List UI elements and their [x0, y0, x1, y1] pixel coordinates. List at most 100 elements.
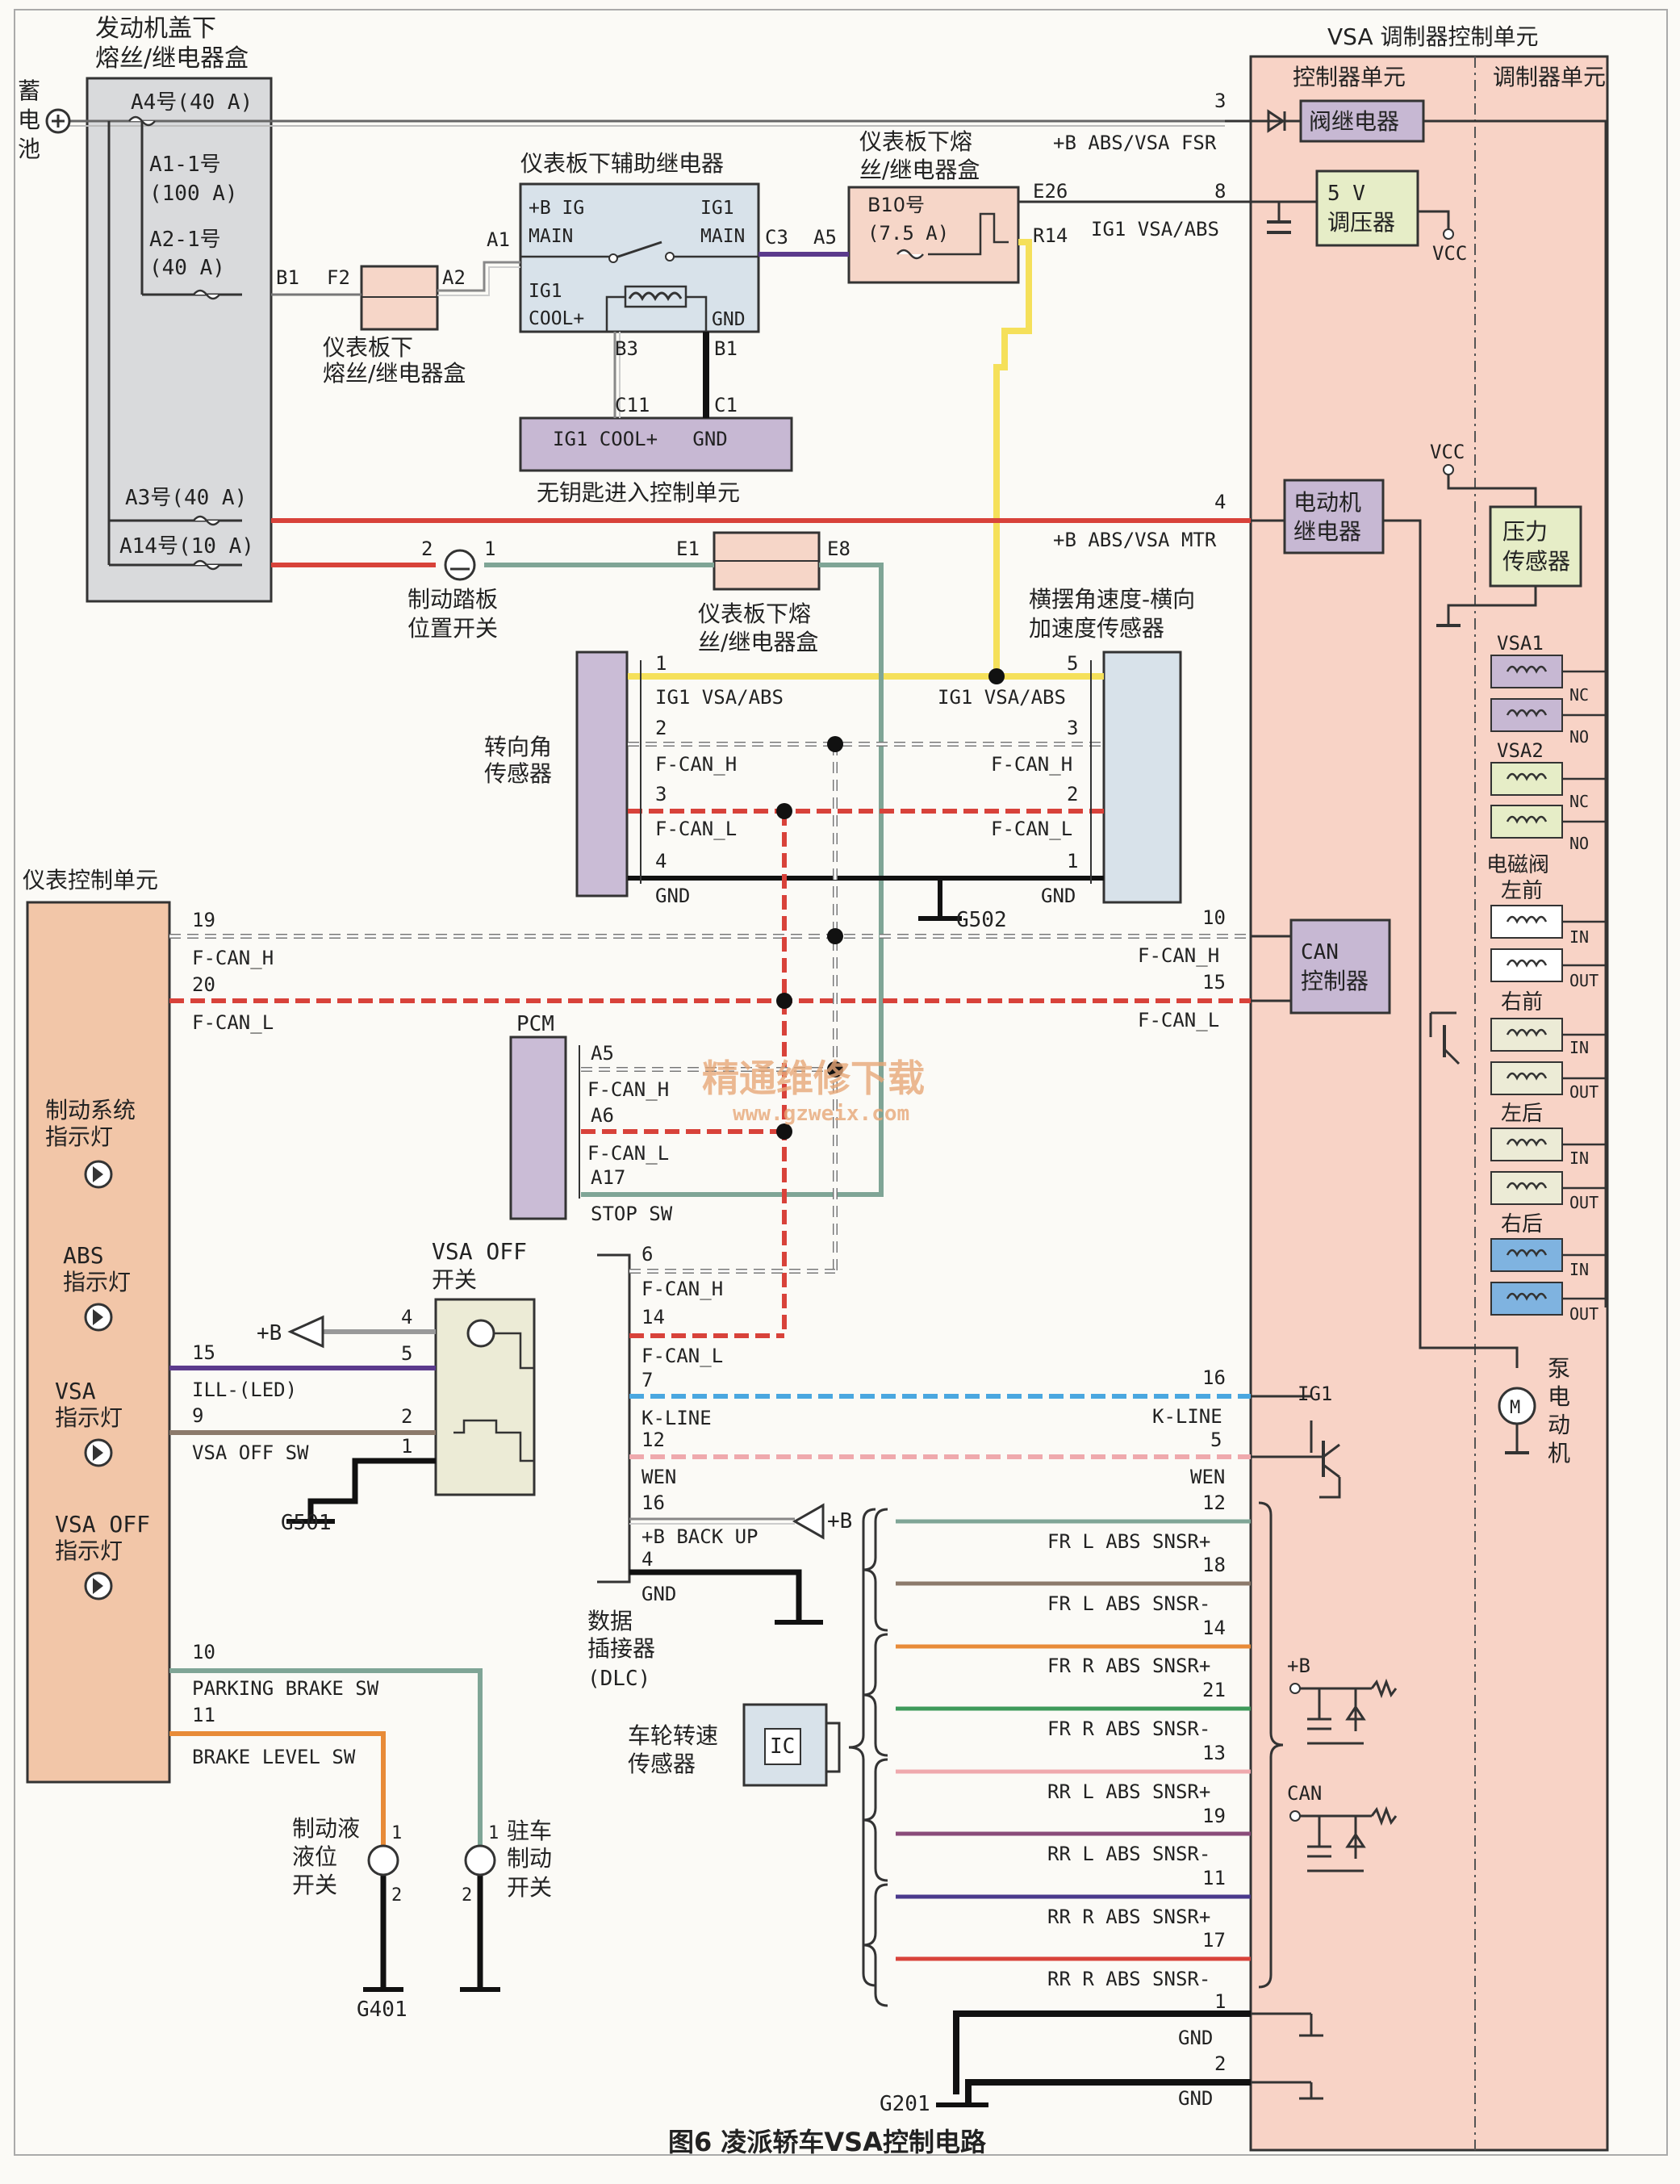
- dash-fuse-2-pin-a5: A5: [813, 226, 837, 249]
- vsa-pin-5: 5: [1210, 1429, 1222, 1451]
- lamp-abs-1: ABS: [63, 1242, 104, 1269]
- meter-pin-9: 9: [192, 1404, 203, 1427]
- dlc-sig-can-l: F-CAN_L: [641, 1345, 723, 1367]
- vsa-sig-frl-plus: FR L ABS SNSR+: [1047, 1530, 1210, 1553]
- vsa-plus-b-label: +B: [1287, 1655, 1310, 1677]
- dash-fuse-1-title-2: 熔丝/继电器盒: [323, 360, 466, 387]
- fuse-a14: A14号(10 A): [119, 534, 254, 559]
- dash-fuse-box-2: [847, 186, 1020, 284]
- pump-motor-label-4: 机: [1548, 1440, 1570, 1466]
- meter-sig-brake-level: BRAKE LEVEL SW: [192, 1746, 356, 1768]
- pin-a2: A2: [442, 266, 466, 289]
- aux-relay-pin-b3: B3: [615, 337, 638, 360]
- watermark-line-2: www.gzweix.com: [733, 1102, 909, 1126]
- aux-relay-cool-l1: IG1: [529, 281, 562, 302]
- vsa-sig-kline: K-LINE: [1152, 1405, 1222, 1428]
- pump-motor-label-2: 电: [1548, 1383, 1570, 1410]
- pressure-sensor-box: [1489, 505, 1582, 588]
- vsa-sig-can-h: F-CAN_H: [1138, 944, 1219, 967]
- dlc-plus-b: +B: [827, 1509, 852, 1533]
- steering-sig-3: F-CAN_L: [655, 818, 737, 840]
- meter-sig-can-l: F-CAN_L: [192, 1011, 274, 1034]
- lamp-vsaoff-2: 指示灯: [55, 1538, 123, 1564]
- fluid-switch-pin-2: 2: [391, 1885, 402, 1906]
- dlc-pin-6: 6: [641, 1243, 653, 1266]
- valve-rf-in: IN: [1569, 1038, 1589, 1057]
- fluid-switch-label-2: 液位: [292, 1843, 337, 1870]
- lamp-vsa-2: 指示灯: [55, 1404, 123, 1431]
- vsa-pin-21: 21: [1202, 1679, 1226, 1701]
- vsa-pin-11: 11: [1202, 1867, 1226, 1889]
- yaw-pin-2: 2: [1067, 783, 1078, 805]
- engine-fuse-title-1: 发动机盖下: [95, 15, 216, 43]
- dlc-pin-16: 16: [641, 1492, 665, 1514]
- dash-fuse-2-fuse: B10号: [867, 194, 925, 216]
- keyless-pin-c11: C11: [615, 394, 650, 416]
- aux-relay-main-l1: +B IG: [529, 198, 584, 219]
- dlc-label-1: 数据: [587, 1608, 633, 1634]
- lamp-brake-1: 制动系统: [45, 1097, 136, 1123]
- parking-switch-pin-1: 1: [488, 1823, 499, 1843]
- motor-relay-label-1: 电动机: [1293, 489, 1361, 516]
- battery-label-2: 电: [18, 107, 40, 133]
- vsa-pin-8: 8: [1214, 180, 1226, 203]
- keyless-title: 无钥匙进入控制单元: [537, 479, 740, 506]
- wheel-sensor-label-2: 传感器: [628, 1751, 696, 1777]
- yaw-sensor-label-1: 横摆角速度-横向: [1029, 586, 1195, 613]
- fluid-switch-label-1: 制动液: [292, 1815, 360, 1842]
- vsa-sig-frl-minus: FR L ABS SNSR-: [1047, 1592, 1210, 1615]
- vsa-pin-16: 16: [1202, 1366, 1226, 1389]
- can-controller-box: [1289, 918, 1391, 1015]
- valve-lr-out: OUT: [1569, 1193, 1599, 1212]
- ground-g502: G502: [956, 908, 1007, 932]
- valve-vsa2-no: NO: [1569, 834, 1589, 853]
- vsa-pin-19: 19: [1202, 1805, 1226, 1827]
- steering-pin-2: 2: [655, 717, 667, 739]
- yaw-sensor-label-2: 加速度传感器: [1029, 615, 1164, 642]
- lamp-abs-2: 指示灯: [63, 1269, 131, 1295]
- valve-vsa2-nc: NC: [1569, 792, 1589, 811]
- fuse-a3: A3号(40 A): [125, 486, 247, 510]
- dlc-sig-wen: WEN: [641, 1466, 676, 1488]
- pin-b1-fuse: B1: [276, 266, 299, 289]
- valve-rf-out: OUT: [1569, 1082, 1599, 1102]
- dash-fuse-2-pin-r14: R14: [1033, 224, 1068, 247]
- yaw-sensor-box: [1102, 651, 1182, 904]
- can-ctrl-label-2: 控制器: [1301, 968, 1369, 994]
- meter-sig-parking: PARKING BRAKE SW: [192, 1677, 379, 1700]
- valve-rr-in: IN: [1569, 1260, 1589, 1279]
- dlc-sig-gnd: GND: [641, 1583, 676, 1605]
- pump-motor-label-1: 泵: [1548, 1355, 1570, 1382]
- fluid-switch-label-3: 开关: [292, 1872, 337, 1898]
- yaw-pin-3: 3: [1067, 717, 1078, 739]
- yaw-sig-2: F-CAN_H: [991, 753, 1072, 776]
- meter-sig-vsaoff: VSA OFF SW: [192, 1441, 309, 1464]
- motor-relay-box: [1283, 479, 1385, 554]
- vsa-off-pin-1: 1: [401, 1435, 412, 1458]
- steering-sensor-label-2: 传感器: [484, 760, 552, 787]
- meter-pin-10: 10: [192, 1641, 215, 1663]
- vsa-ig1-label: IG1: [1298, 1383, 1332, 1405]
- valve-vsa1: VSA1: [1497, 632, 1544, 655]
- solenoid-valves: [1490, 655, 1563, 1316]
- dash-fuse-3-pin-e8: E8: [827, 538, 850, 560]
- dash-fuse-3-pin-e1: E1: [676, 538, 700, 560]
- vsa-sig-gnd-1: GND: [1178, 2027, 1213, 2049]
- valve-rr-out: OUT: [1569, 1304, 1599, 1324]
- regulator-box: [1315, 169, 1419, 247]
- vsa-sig-rrr-plus: RR R ABS SNSR+: [1047, 1906, 1210, 1928]
- dlc-sig-kline: K-LINE: [641, 1407, 712, 1429]
- pcm-pin-a5: A5: [591, 1042, 614, 1065]
- dlc-pin-7: 7: [641, 1369, 653, 1391]
- vsa-off-pin-2: 2: [401, 1405, 412, 1428]
- vsa-controller-label: 控制器单元: [1293, 64, 1406, 90]
- meter-pin-20: 20: [192, 973, 215, 996]
- fuse-a1-1: A1-1号: [149, 153, 221, 177]
- vsa-pin-3: 3: [1214, 90, 1226, 112]
- steering-sig-4: GND: [655, 885, 690, 907]
- dash-fuse-1-title-1: 仪表板下: [323, 334, 413, 361]
- keyless-pin-c1: C1: [714, 394, 738, 416]
- figure-caption: 图6 凌派轿车VSA控制电路: [668, 2127, 987, 2157]
- engine-fuse-box: [86, 77, 273, 603]
